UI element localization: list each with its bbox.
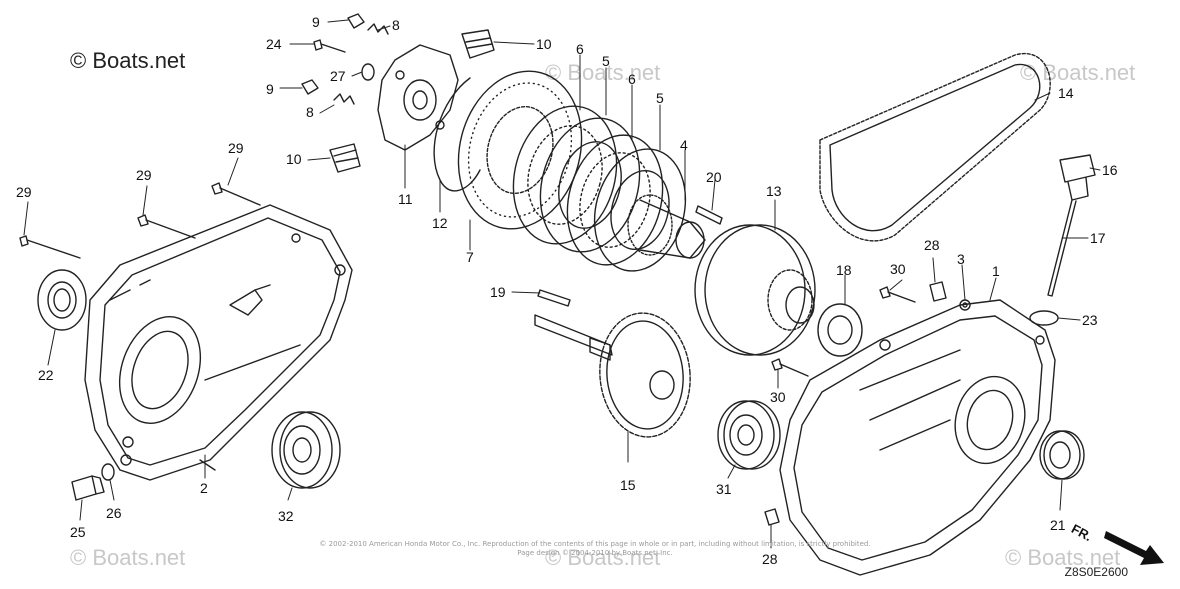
bearing-part-32 (271, 411, 341, 489)
callout-20: 20 (706, 169, 722, 185)
callout-23: 23 (1082, 312, 1098, 328)
callout-9-a: 9 (312, 14, 320, 30)
callout-16: 16 (1102, 162, 1118, 178)
oil-seal-part-21 (1039, 430, 1085, 480)
bolt-part-30-b (771, 358, 809, 377)
dipstick-part-17 (1047, 199, 1077, 297)
callout-30-a: 30 (890, 261, 906, 277)
dowel-part-3 (962, 302, 968, 308)
watermark-boats-net-faded: © Boats.net (70, 545, 186, 570)
clutch-weight-part-10-a (461, 29, 495, 59)
callout-26: 26 (106, 505, 122, 521)
callout-32: 32 (278, 508, 294, 524)
callout-13: 13 (766, 183, 782, 199)
clutch-plate-part-5-b (593, 148, 687, 272)
snap-ring-part-12 (433, 77, 481, 192)
left-case-cover-part-2 (84, 204, 353, 481)
collar-part-18 (817, 303, 863, 357)
callout-28-a: 28 (924, 237, 940, 253)
clutch-carrier-part-11 (377, 44, 459, 151)
callout-19: 19 (490, 284, 506, 300)
callout-5-a: 5 (602, 53, 610, 69)
callout-24: 24 (266, 36, 282, 52)
watermark-boats-net-faded: © Boats.net (545, 545, 661, 570)
pin-part-19 (537, 289, 571, 307)
watermark-boats-net-faded: © Boats.net (1005, 545, 1121, 570)
friction-disc-part-7 (457, 70, 583, 230)
drive-drum-part-13 (694, 224, 816, 356)
drain-bolt-part-25 (71, 475, 105, 501)
callout-25: 25 (70, 524, 86, 540)
pin-part-20 (695, 205, 723, 225)
callout-11: 11 (398, 191, 413, 207)
callout-6-a: 6 (576, 41, 584, 57)
bolt-part-29-a (19, 235, 81, 259)
callout-15: 15 (620, 477, 636, 493)
callout-28-b: 28 (762, 551, 778, 567)
callout-12: 12 (432, 215, 448, 231)
bearing-part-31 (717, 400, 781, 470)
dowel-pin-part-28-a (929, 281, 947, 302)
callout-4: 4 (680, 137, 688, 153)
callout-30-b: 30 (770, 389, 786, 405)
callout-21: 21 (1050, 517, 1066, 533)
callout-5-b: 5 (656, 90, 664, 106)
clutch-weight-part-10-b (329, 143, 361, 173)
spring-part-8-a (367, 23, 389, 35)
front-arrow-icon (1104, 531, 1164, 565)
bolt-part-30-a (879, 286, 916, 303)
oil-filler-cap-part-16 (1059, 154, 1096, 201)
front-direction-indicator: FR. (1069, 521, 1166, 571)
callout-10-b: 10 (286, 151, 302, 167)
nut-part-9-b (301, 79, 319, 95)
clutch-plate-part-5-a (539, 117, 641, 253)
callout-18: 18 (836, 262, 852, 278)
callout-6-b: 6 (628, 71, 636, 87)
bolt-part-24 (313, 39, 346, 53)
callout-10-a: 10 (536, 36, 552, 52)
callout-labels: 1 2 3 4 5 5 6 6 7 8 8 9 9 10 10 11 12 13… (16, 14, 1118, 567)
spring-part-8-b (333, 93, 355, 105)
leader-lines (23, 19, 1101, 549)
clutch-hub-part-4 (627, 194, 706, 259)
case-part-1 (779, 299, 1056, 576)
copyright-line-1: © 2002-2010 American Honda Motor Co., In… (319, 540, 871, 548)
callout-29-b: 29 (136, 167, 152, 183)
callout-1: 1 (992, 263, 1000, 279)
clutch-plate-part-6-a (512, 105, 618, 245)
callout-8-b: 8 (306, 104, 314, 120)
drive-chain-part-14 (819, 52, 1051, 242)
callout-7: 7 (466, 249, 474, 265)
callout-17: 17 (1090, 230, 1106, 246)
output-shaft-sprocket-part-15 (534, 312, 691, 438)
callout-2: 2 (200, 480, 208, 496)
callout-9-b: 9 (266, 81, 274, 97)
watermark-boats-net-faded: © Boats.net (545, 60, 661, 85)
callout-31: 31 (716, 481, 732, 497)
washer-part-26 (101, 463, 115, 481)
watermark-boats-net: © Boats.net (70, 48, 186, 73)
callout-22: 22 (38, 367, 54, 383)
callout-29-a: 29 (16, 184, 32, 200)
washer-part-27 (361, 63, 375, 81)
copyright-line-2: Page design © 2004-2010 by Boats.net, In… (517, 549, 673, 557)
callout-14: 14 (1058, 85, 1074, 101)
callout-29-c: 29 (228, 140, 244, 156)
callout-3: 3 (957, 251, 965, 267)
callout-8-a: 8 (392, 17, 400, 33)
copyright-notice: © 2002-2010 American Honda Motor Co., In… (165, 540, 1025, 558)
oil-seal-part-22 (37, 269, 87, 331)
diagram-code: Z8S0E2600 (1064, 565, 1128, 579)
callout-27: 27 (330, 68, 346, 84)
bolt-part-29-b (137, 214, 196, 239)
nut-part-9-a (347, 13, 365, 29)
bolt-part-29-c (211, 182, 261, 206)
dowel-pin-part-28-b (764, 508, 780, 526)
